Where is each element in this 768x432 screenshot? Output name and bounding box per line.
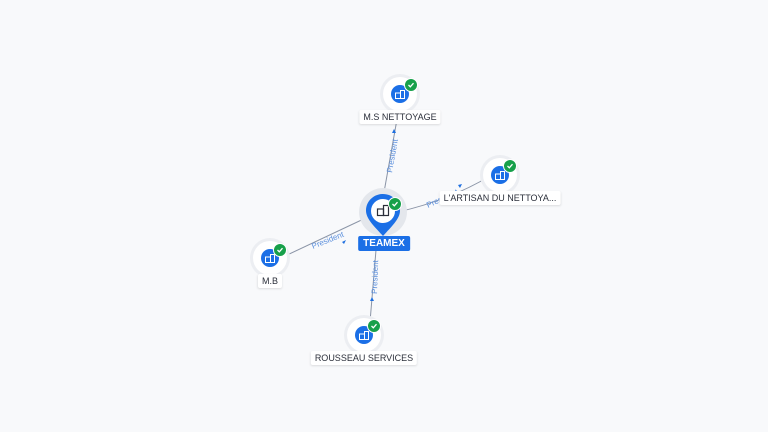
node-label[interactable]: M.S NETTOYAGE [359, 110, 441, 124]
edge-arrow-mb [342, 240, 346, 244]
edge-mb [284, 215, 371, 257]
edge-label-ms: President [385, 138, 400, 174]
edge-arrow-rousseau [370, 297, 374, 301]
check-icon [273, 243, 287, 257]
edge-label-mb: President [310, 230, 345, 251]
building-icon [391, 85, 409, 103]
edge-arrow-ms [392, 129, 396, 133]
check-icon [503, 159, 517, 173]
check-icon [388, 197, 402, 211]
node-label[interactable]: L'ARTISAN DU NETTOYA... [439, 191, 561, 205]
node-label[interactable]: M.B [257, 274, 283, 288]
node-label[interactable]: ROUSSEAU SERVICES [310, 351, 418, 365]
center-label[interactable]: TEAMEX [358, 236, 410, 251]
check-icon [404, 78, 418, 92]
edge-rousseau [369, 249, 377, 323]
edge-label-rousseau: President [370, 259, 380, 294]
edge-arrow-artisan [458, 184, 462, 188]
check-icon [367, 319, 381, 333]
